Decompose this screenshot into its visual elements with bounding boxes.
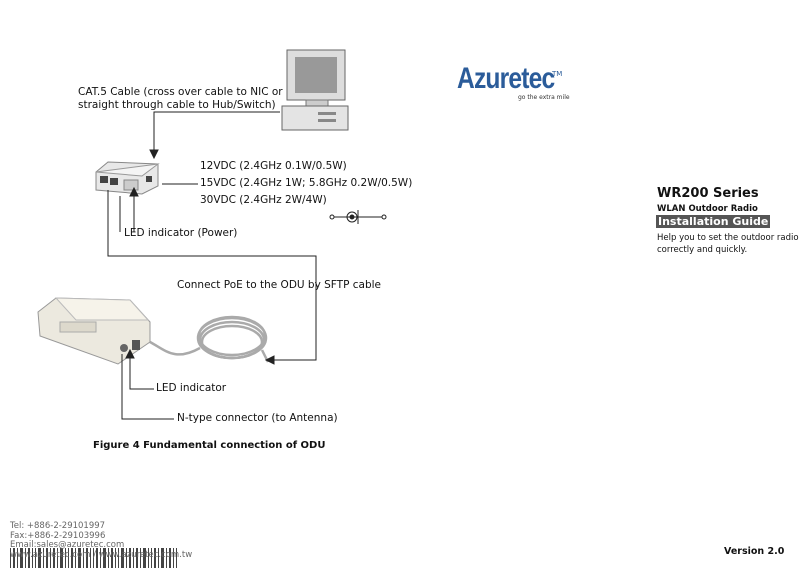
version-label: Version 2.0 (724, 546, 785, 557)
voltage-line-2: 15VDC (2.4GHz 1W; 5.8GHz 0.2W/0.5W) (200, 177, 413, 189)
figure-caption: Figure 4 Fundamental connection of ODU (93, 440, 326, 451)
azuretec-logo: Azuretec (457, 62, 555, 95)
cable-label-line1: CAT.5 Cable (cross over cable to NIC or (78, 86, 283, 98)
odu-device-icon (37, 297, 151, 365)
sftp-cable-icon (149, 315, 270, 363)
trademark: TM (552, 70, 563, 78)
voltage-line-3: 30VDC (2.4GHz 2W/4W) (200, 194, 327, 206)
product-series: WR200 Series (657, 186, 759, 201)
n-type-label: N-type connector (to Antenna) (177, 412, 338, 424)
dc-power-symbol-icon (329, 210, 387, 224)
cable-label: CAT.5 Cable (cross over cable to NIC or … (78, 86, 283, 112)
poe-injector-icon (95, 161, 160, 195)
cable-label-line2: straight through cable to Hub/Switch) (78, 99, 276, 111)
product-subtitle: WLAN Outdoor Radio (657, 204, 758, 214)
contact-web[interactable]: www.azuretec.com / www.azuretec.com.tw (10, 549, 193, 560)
barcode-icon (10, 548, 177, 568)
contact-info: Tel: +886-2-29101997 Fax:+886-2-29103996… (10, 521, 193, 560)
brand-slogan: go the extra mile (518, 94, 570, 101)
voltage-line-1: 12VDC (2.4GHz 0.1W/0.5W) (200, 160, 347, 172)
led-power-label: LED indicator (Power) (124, 227, 238, 239)
contact-tel: Tel: +886-2-29101997 (10, 521, 106, 531)
contact-fax: Fax:+886-2-29103996 (10, 530, 106, 541)
computer-icon (281, 49, 349, 131)
contact-email[interactable]: Email:sales@azuretec.com (10, 540, 125, 550)
installation-guide-badge: Installation Guide (656, 215, 771, 228)
help-line-2: correctly and quickly. (657, 245, 748, 255)
product-description: Help you to set the outdoor radio correc… (657, 232, 799, 256)
help-line-1: Help you to set the outdoor radio (657, 233, 799, 243)
poe-label: Connect PoE to the ODU by SFTP cable (177, 279, 381, 291)
led-indicator-label: LED indicator (156, 382, 227, 394)
